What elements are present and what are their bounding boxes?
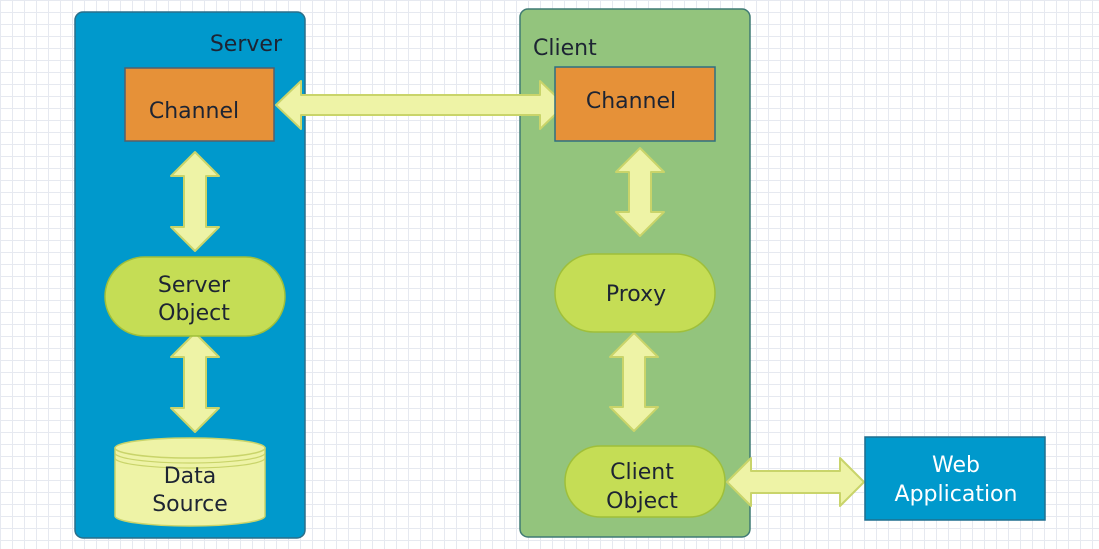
web-application-box <box>864 436 1046 521</box>
server-object-label-line2: Object <box>158 301 230 326</box>
client-proxy-object-arrow <box>609 332 659 432</box>
server-object-label-line1: Server <box>158 273 231 298</box>
web-application-label-line2: Application <box>895 482 1018 507</box>
data-source-cylinder <box>114 437 266 527</box>
data-source-label-line1: Data <box>164 464 217 489</box>
client-object-node <box>564 445 726 518</box>
client-channel-box <box>554 66 716 142</box>
server-object-datasource-arrow <box>170 332 220 433</box>
server-object-node <box>104 256 286 337</box>
client-title: Client <box>533 36 597 61</box>
client-webapp-link-arrow <box>726 457 865 507</box>
client-channel-proxy-arrow <box>615 147 665 237</box>
client-object-label-line1: Client <box>610 460 674 485</box>
server-channel-box <box>124 67 275 142</box>
proxy-label: Proxy <box>606 282 666 307</box>
client-object-label-line2: Object <box>606 489 678 514</box>
server-channel-label: Channel <box>149 99 239 124</box>
data-source-label-line2: Source <box>152 492 228 517</box>
web-application-label-line1: Web <box>932 453 980 478</box>
server-title: Server <box>210 32 283 57</box>
proxy-node <box>554 253 716 333</box>
server-channel-object-arrow <box>170 151 220 252</box>
client-channel-label: Channel <box>586 89 676 114</box>
